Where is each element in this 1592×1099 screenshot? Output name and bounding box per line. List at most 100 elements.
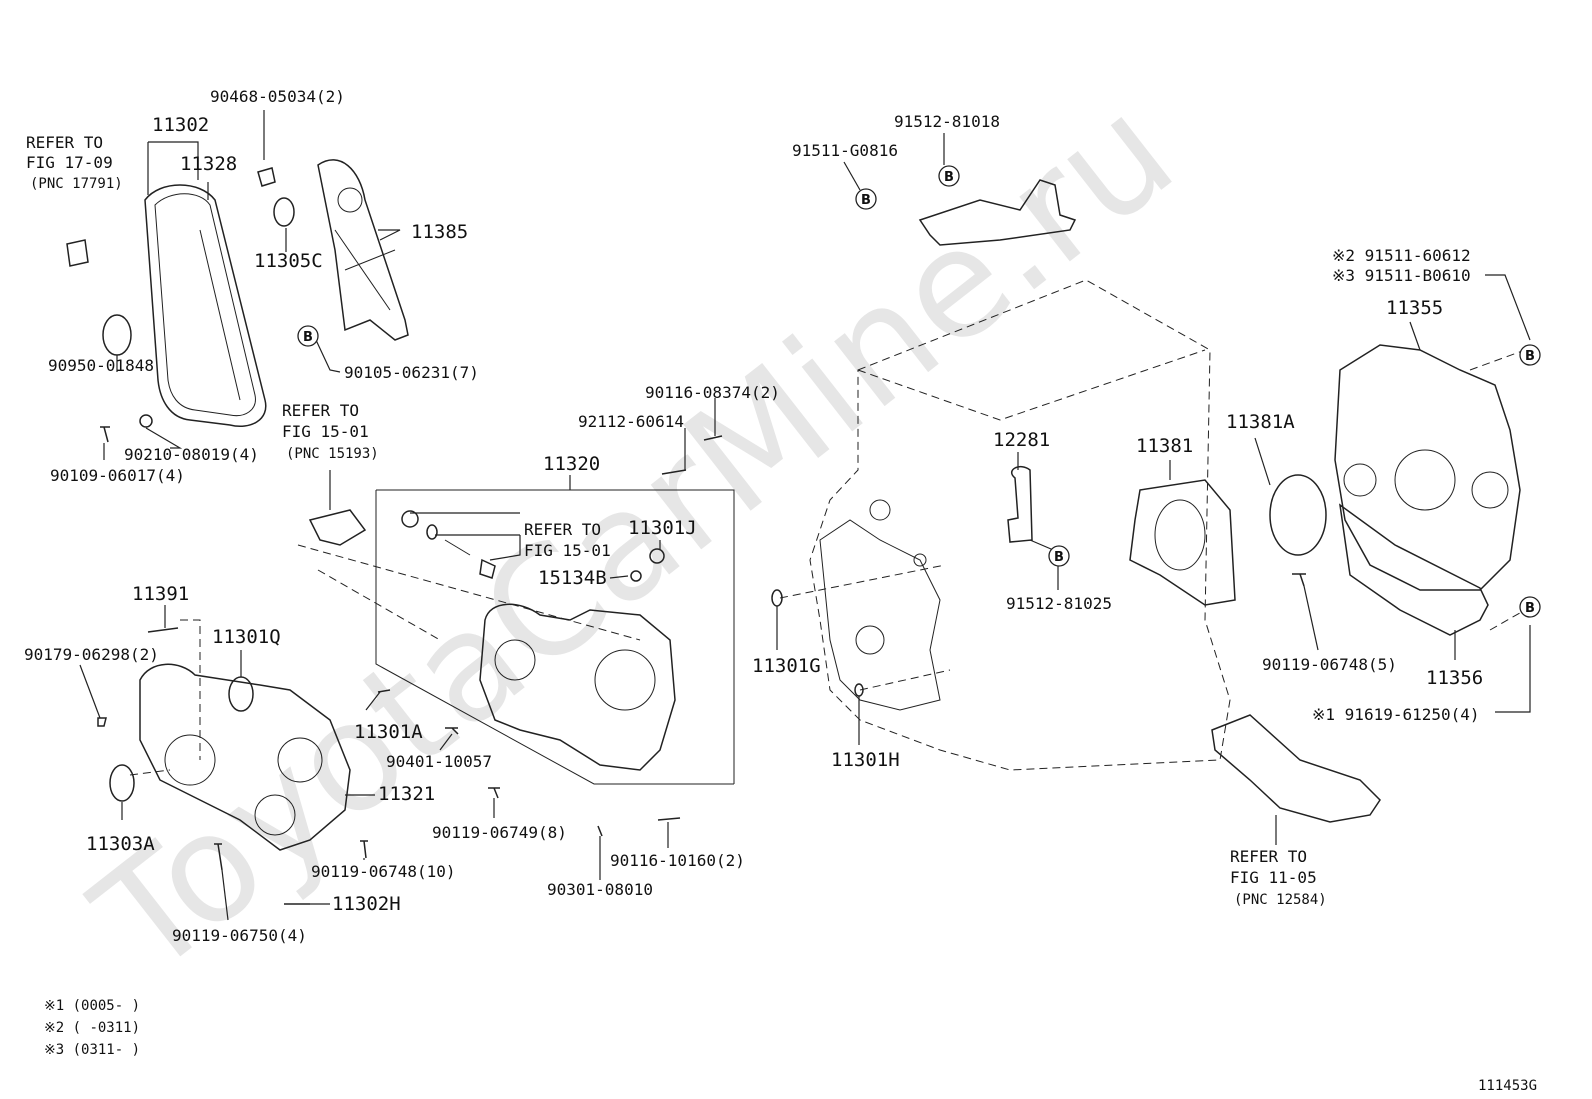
label-11301J: 11301J — [628, 517, 697, 539]
label-90301: 90301-08010 — [547, 880, 653, 899]
label-11301H: 11301H — [831, 749, 900, 771]
label-91619: ※1 91619-61250(4) — [1312, 705, 1480, 724]
label-11320: 11320 — [543, 453, 600, 475]
bolt-90109 — [100, 426, 110, 443]
label-11305C: 11305C — [254, 250, 323, 272]
label-refer-1501a-1: REFER TO — [282, 401, 359, 420]
label-90468: 90468-05034(2) — [210, 87, 345, 106]
b-markers: B B B B B B — [297, 165, 1541, 618]
label-91511-b0610: ※3 91511-B0610 — [1332, 266, 1471, 285]
bolt-90119-06750 — [214, 843, 223, 871]
oil-seal-11305C — [273, 197, 295, 227]
callout-labels: 90468-05034(2) 11302 11328 REFER TO FIG … — [24, 87, 1483, 945]
bolt-90119-06748-5 — [1292, 573, 1306, 587]
gasket-piece-17791 — [66, 239, 89, 267]
label-15134B: 15134B — [538, 567, 607, 589]
label-11301G: 11301G — [752, 655, 821, 677]
plug-11301J — [649, 548, 665, 564]
footnotes: ※1 (0005- ) ※2 ( -0311) ※3 (0311- ) — [44, 998, 140, 1058]
seal-11303A — [109, 764, 135, 802]
relief-valve-plug — [401, 510, 419, 528]
label-11303A: 11303A — [86, 833, 155, 855]
svg-text:B: B — [1525, 601, 1535, 616]
footnote-3: ※3 (0311- ) — [44, 1042, 140, 1058]
label-90116-10160: 90116-10160(2) — [610, 851, 745, 870]
label-11302H: 11302H — [332, 893, 401, 915]
label-90179: 90179-06298(2) — [24, 645, 159, 664]
label-11356: 11356 — [1426, 667, 1483, 689]
label-90950: 90950-01848 — [48, 356, 154, 375]
bolt-90179 — [97, 717, 107, 727]
label-92112: 92112-60614 — [578, 412, 684, 431]
label-11301Q: 11301Q — [212, 626, 281, 648]
bracket-91512-81018 — [918, 179, 1077, 246]
label-11328: 11328 — [180, 153, 237, 175]
plug-90950 — [102, 314, 132, 356]
relief-valve-ring — [426, 524, 438, 540]
oil-pump-group-11320[interactable] — [308, 435, 735, 837]
label-11355: 11355 — [1386, 297, 1443, 319]
oring-11301A — [377, 689, 391, 693]
guide-15193 — [308, 509, 367, 546]
label-11302: 11302 — [152, 114, 209, 136]
label-11301A: 11301A — [354, 721, 423, 743]
label-refer-1790-2: FIG 17-09 — [26, 153, 113, 172]
gasket-11385 — [317, 159, 409, 341]
label-90401: 90401-10057 — [386, 752, 492, 771]
label-91511-60612: ※2 91511-60612 — [1332, 246, 1471, 265]
label-refer-1105-2: FIG 11-05 — [1230, 868, 1317, 887]
clip-90468 — [257, 167, 276, 187]
cylinder-block — [809, 279, 1231, 771]
timing-cover-11302 — [144, 184, 267, 427]
label-90119-06750: 90119-06750(4) — [172, 926, 307, 945]
footnote-2: ※2 ( -0311) — [44, 1020, 140, 1036]
label-90119-06748-10: 90119-06748(10) — [311, 862, 456, 881]
label-91511-g0816: 91511-G0816 — [792, 141, 898, 160]
retainer-11381 — [1129, 479, 1236, 606]
label-90105: 90105-06231(7) — [344, 363, 479, 382]
ring-90301 — [597, 825, 603, 837]
rear-seal-11381A — [1269, 474, 1327, 556]
bolt-90401 — [445, 727, 459, 735]
stud-90116-08374 — [703, 435, 723, 441]
label-90119-06748-5: 90119-06748(5) — [1262, 655, 1397, 674]
label-90210: 90210-08019(4) — [124, 445, 259, 464]
footnote-1: ※1 (0005- ) — [44, 998, 140, 1014]
label-11381: 11381 — [1136, 435, 1193, 457]
label-11321: 11321 — [378, 783, 435, 805]
figure-id: 111453G — [1478, 1078, 1537, 1094]
label-refer-1501b-2: FIG 15-01 — [524, 541, 611, 560]
label-11381A: 11381A — [1226, 411, 1295, 433]
stud-92112 — [661, 469, 687, 475]
bolt-11391 — [147, 627, 179, 633]
plate-11356 — [1339, 503, 1489, 636]
pump-housing — [479, 603, 676, 771]
stud-90116-10160 — [657, 817, 681, 821]
label-90109: 90109-06017(4) — [50, 466, 185, 485]
label-11385: 11385 — [411, 221, 468, 243]
svg-text:B: B — [1525, 349, 1535, 364]
label-90119-06749: 90119-06749(8) — [432, 823, 567, 842]
end-plate-11355 — [1334, 344, 1521, 591]
hook-12281 — [1007, 466, 1033, 543]
relief-valve-piston — [479, 558, 496, 579]
svg-text:B: B — [944, 170, 954, 185]
label-91512-81025: 91512-81025 — [1006, 594, 1112, 613]
case-11321 — [139, 663, 351, 851]
bolt-90119-06748 — [360, 840, 368, 859]
bolt-90119-06749 — [488, 787, 500, 799]
label-refer-1790-3: (PNC 17791) — [30, 176, 123, 192]
label-91512-81018: 91512-81018 — [894, 112, 1000, 131]
label-90116-08374: 90116-08374(2) — [645, 383, 780, 402]
relief-valve-spring — [444, 539, 471, 556]
label-11391: 11391 — [132, 583, 189, 605]
oil-pan-baffle-12584 — [1211, 714, 1381, 823]
label-12281: 12281 — [993, 429, 1050, 451]
label-refer-1501b-1: REFER TO — [524, 520, 601, 539]
leader-lines — [79, 110, 1531, 921]
nut-90210 — [139, 414, 153, 428]
label-refer-1105-1: REFER TO — [1230, 847, 1307, 866]
label-refer-1501a-3: (PNC 15193) — [286, 446, 379, 462]
label-refer-1501a-2: FIG 15-01 — [282, 422, 369, 441]
